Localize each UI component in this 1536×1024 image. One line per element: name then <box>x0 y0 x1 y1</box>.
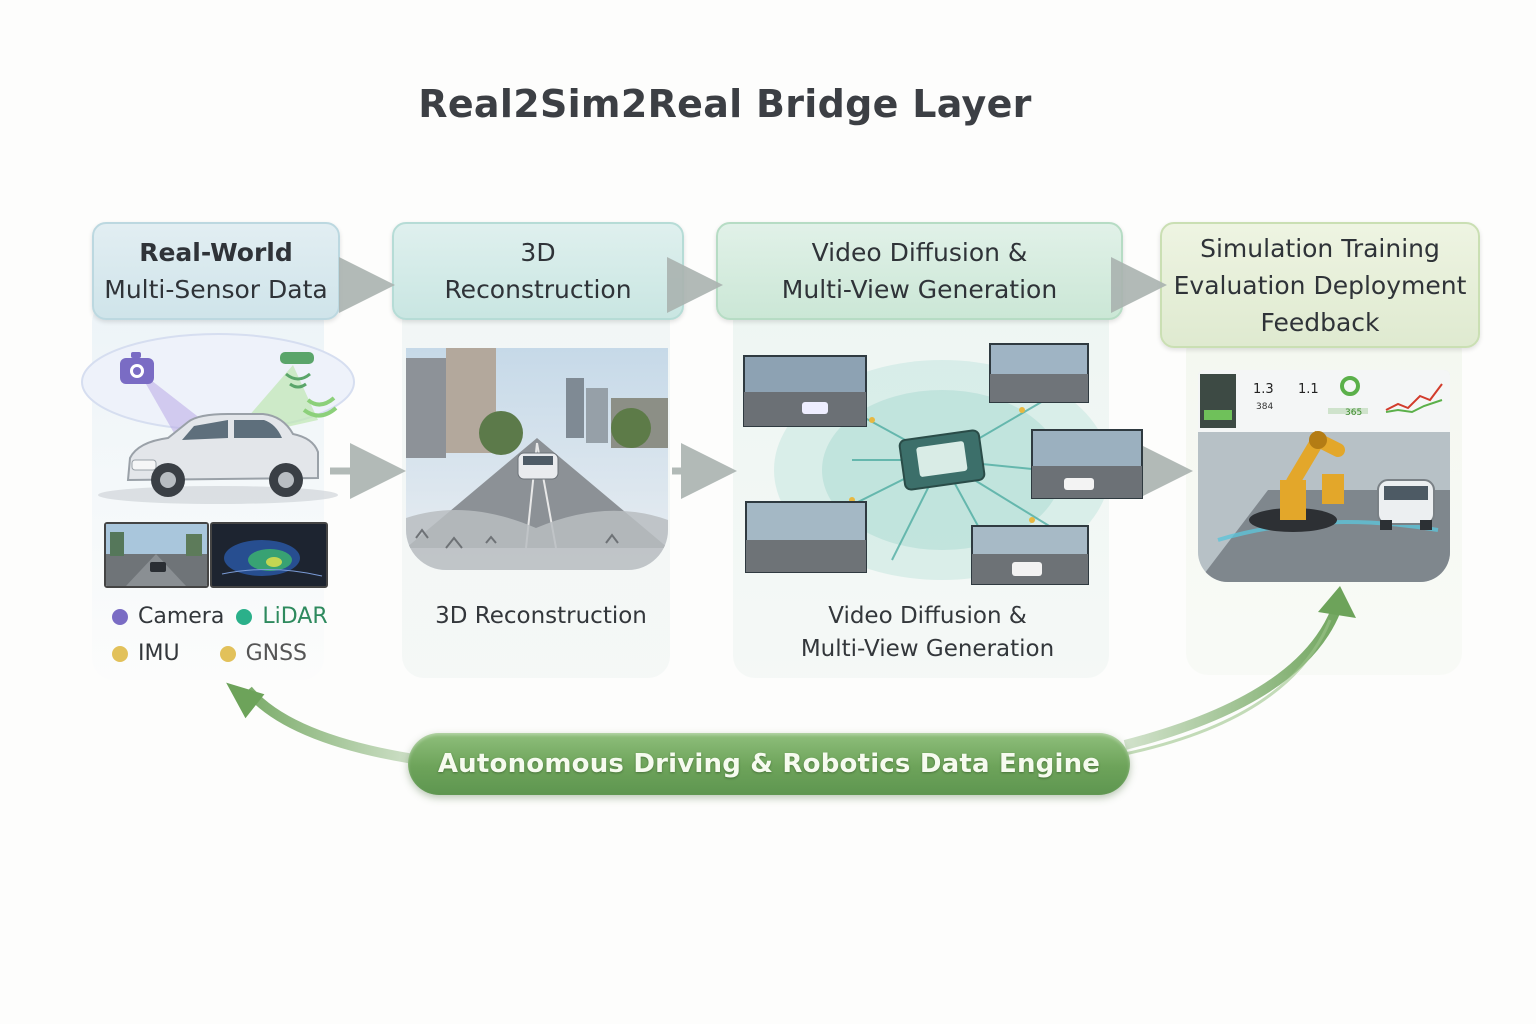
lidar-pointcloud-thumbnail <box>210 522 328 588</box>
legend-lidar: LiDAR <box>236 604 328 629</box>
stage-3-caption-line-1: Video Diffusion & <box>828 603 1027 629</box>
legend-lidar-label: LiDAR <box>262 604 328 629</box>
stage-4-header[interactable]: Simulation Training Evaluation Deploymen… <box>1160 222 1480 348</box>
stage-2-caption-line: 3D Reconstruction <box>435 603 647 629</box>
view-frame-2 <box>989 343 1089 403</box>
gnss-dot <box>219 645 236 662</box>
stage-3-caption-line-2: Multi-View Generation <box>800 636 1055 662</box>
reconstruction-scene <box>406 348 668 570</box>
vehicle-icon <box>1377 479 1435 530</box>
legend-camera: Camera <box>112 604 224 629</box>
loop-arrowhead-right <box>1318 586 1356 618</box>
stage-3-title-line-1: Video Diffusion & <box>811 238 1028 267</box>
legend-imu-label: IMU <box>138 641 180 666</box>
legend-imu: IMU <box>112 641 180 666</box>
dashboard-value-4: 365 <box>1345 408 1363 418</box>
legend-gnss-label: GNSS <box>245 641 308 666</box>
imu-dot <box>112 645 128 662</box>
view-frame-3 <box>1031 429 1143 499</box>
loop-arrow-left-path <box>244 686 421 765</box>
stage-1-subtitle: Multi-Sensor Data <box>104 275 328 304</box>
stage-4-title-line-3: Feedback <box>1260 307 1380 337</box>
dashboard-value-3: 1.1 <box>1298 382 1319 397</box>
stage-2-title-line-1: 3D <box>520 238 556 267</box>
simulation-deployment-scene: 1.3 384 1.1 365 <box>1198 370 1450 582</box>
stage-3-caption: Video Diffusion & Multi-View Generation <box>740 600 1115 666</box>
data-engine-label: Autonomous Driving & Robotics Data Engin… <box>437 749 1101 779</box>
legend-gnss: GNSS <box>219 641 308 666</box>
sensor-car-illustration <box>78 330 358 505</box>
camera-dot <box>112 608 128 625</box>
stage-4-title-line-2: Evaluation Deployment <box>1173 270 1467 300</box>
page-title: Real2Sim2Real Bridge Layer <box>418 82 1032 126</box>
sensor-legend: Camera LiDAR IMU GNSS <box>112 598 340 672</box>
view-frame-1 <box>743 355 867 427</box>
diffusion-multiview-scene <box>742 340 1144 590</box>
view-frame-4 <box>745 501 867 573</box>
stage-2-title-line-2: Reconstruction <box>444 275 632 304</box>
data-engine-banner[interactable]: Autonomous Driving & Robotics Data Engin… <box>408 733 1130 795</box>
stage-3-title-line-2: Multi-View Generation <box>781 275 1058 304</box>
lidar-dot <box>236 608 253 625</box>
loop-arrowhead-left <box>226 682 265 719</box>
stage-4-title-line-1: Simulation Training <box>1200 233 1440 263</box>
view-frame-5 <box>971 525 1089 585</box>
robot-arm-icon <box>1249 430 1345 532</box>
legend-camera-label: Camera <box>138 604 225 629</box>
stage-2-caption: 3D Reconstruction <box>402 600 680 633</box>
stage-1-header[interactable]: Real-World Multi-Sensor Data <box>92 222 340 320</box>
loop-arrow-right-path <box>1123 608 1341 750</box>
stage-1-title: Real-World <box>139 238 293 267</box>
camera-frame-thumbnail <box>104 522 209 588</box>
dashboard-value-2: 384 <box>1256 402 1274 412</box>
stage-3-header[interactable]: Video Diffusion & Multi-View Generation <box>716 222 1123 320</box>
dashboard-value-1: 1.3 <box>1253 382 1274 397</box>
lidar-icon <box>280 352 314 364</box>
